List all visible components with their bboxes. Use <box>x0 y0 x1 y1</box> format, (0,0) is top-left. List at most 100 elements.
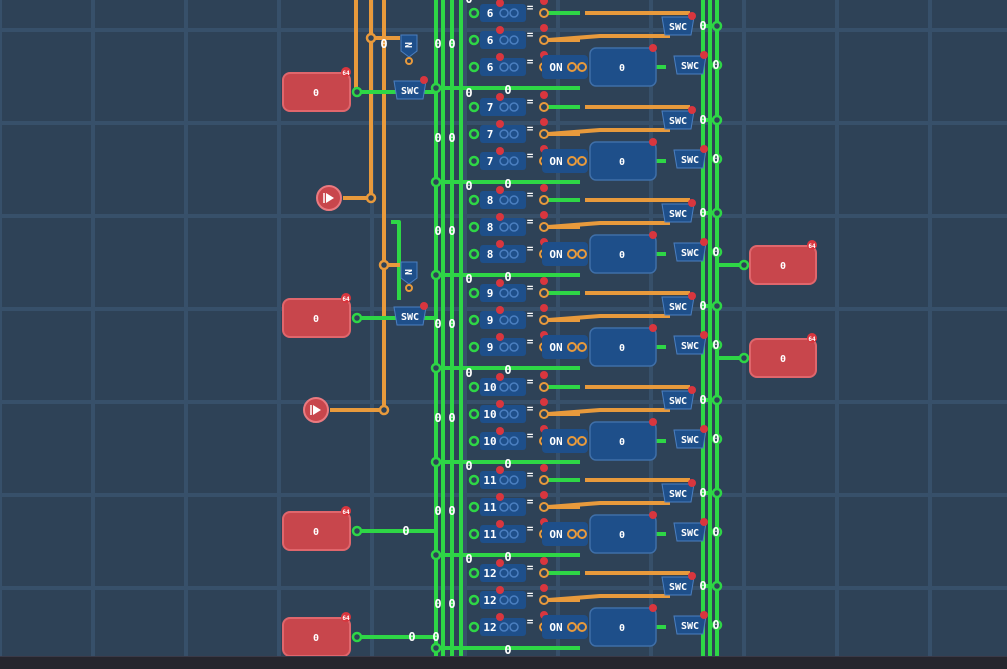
latch-body[interactable] <box>589 141 657 181</box>
on-gate-body[interactable] <box>542 335 588 359</box>
right-switch-gate[interactable]: SWC <box>661 479 696 503</box>
output-node[interactable]: 064 <box>738 240 817 285</box>
on-gate-body[interactable] <box>542 55 588 79</box>
switch-gate-body[interactable] <box>673 522 707 542</box>
output-port[interactable] <box>539 222 549 232</box>
on-gate-body[interactable] <box>542 615 588 639</box>
input-port[interactable] <box>468 101 480 113</box>
not-gate-port[interactable] <box>405 57 413 65</box>
input-port[interactable] <box>468 221 480 233</box>
output-port[interactable] <box>539 315 549 325</box>
input-node[interactable]: 064 <box>282 506 363 551</box>
input-node-body[interactable] <box>282 298 351 338</box>
on-gate-body[interactable] <box>542 522 588 546</box>
input-port[interactable] <box>468 248 480 260</box>
output-node-body[interactable] <box>749 245 817 285</box>
output-port[interactable] <box>351 86 363 98</box>
input-node[interactable]: 064 <box>282 612 363 657</box>
pin-node[interactable] <box>303 397 329 423</box>
latch-body[interactable] <box>589 327 657 367</box>
input-port[interactable] <box>468 621 480 633</box>
switch-gate-body[interactable] <box>673 335 707 355</box>
switch-gate-body[interactable] <box>661 203 695 223</box>
on-gate-body[interactable] <box>542 429 588 453</box>
output-port[interactable] <box>539 409 549 419</box>
output-port[interactable] <box>539 595 549 605</box>
right-switch-gate[interactable]: SWC <box>673 145 708 169</box>
right-switch-gate[interactable]: SWC <box>673 51 708 75</box>
input-port[interactable] <box>468 287 480 299</box>
output-port[interactable] <box>539 129 549 139</box>
output-node[interactable]: 064 <box>738 333 817 378</box>
input-node[interactable]: 064 <box>282 293 363 338</box>
switch-gate-body[interactable] <box>673 615 707 635</box>
not-gate-body[interactable] <box>400 34 418 58</box>
input-port[interactable] <box>468 594 480 606</box>
right-switch-gate[interactable]: SWC <box>673 611 708 635</box>
on-gate-body[interactable] <box>542 149 588 173</box>
pin-node[interactable] <box>316 185 342 211</box>
output-port[interactable] <box>351 631 363 643</box>
latch-body[interactable] <box>589 514 657 554</box>
output-node-body[interactable] <box>749 338 817 378</box>
output-port[interactable] <box>539 35 549 45</box>
not-gate[interactable]: N <box>400 34 418 65</box>
switch-gate-body[interactable] <box>393 306 427 326</box>
components[interactable]: 064064064064000NSWCNSWC06=6=6=ON0000000S… <box>282 0 817 657</box>
input-node-body[interactable] <box>282 511 351 551</box>
latch-body[interactable] <box>589 47 657 87</box>
output-port[interactable] <box>539 382 549 392</box>
input-port[interactable] <box>468 128 480 140</box>
input-port[interactable] <box>468 474 480 486</box>
switch-gate-body[interactable] <box>673 149 707 169</box>
switch-gate-body[interactable] <box>661 16 695 36</box>
right-switch-gate[interactable]: SWC <box>673 331 708 355</box>
switch-gate-body[interactable] <box>673 429 707 449</box>
right-switch-gate[interactable]: SWC <box>661 199 696 223</box>
on-gate-body[interactable] <box>542 242 588 266</box>
input-port[interactable] <box>468 435 480 447</box>
output-port[interactable] <box>539 568 549 578</box>
switch-gate-body[interactable] <box>661 390 695 410</box>
latch-body[interactable] <box>589 234 657 274</box>
left-switch-gate[interactable]: SWC <box>393 76 428 100</box>
output-port[interactable] <box>539 502 549 512</box>
output-port[interactable] <box>539 195 549 205</box>
switch-gate-body[interactable] <box>661 110 695 130</box>
input-port[interactable] <box>468 408 480 420</box>
latch-body[interactable] <box>589 607 657 647</box>
input-node-body[interactable] <box>282 72 351 112</box>
latch-body[interactable] <box>589 421 657 461</box>
input-port[interactable] <box>468 194 480 206</box>
right-switch-gate[interactable]: SWC <box>661 386 696 410</box>
right-switch-gate[interactable]: SWC <box>661 292 696 316</box>
input-port[interactable] <box>468 528 480 540</box>
switch-gate-body[interactable] <box>673 242 707 262</box>
input-port[interactable] <box>468 341 480 353</box>
not-gate[interactable]: N <box>400 261 418 292</box>
output-port[interactable] <box>351 525 363 537</box>
right-switch-gate[interactable]: SWC <box>661 572 696 596</box>
right-switch-gate[interactable]: SWC <box>673 425 708 449</box>
output-port[interactable] <box>539 8 549 18</box>
right-switch-gate[interactable]: SWC <box>661 106 696 130</box>
right-switch-gate[interactable]: SWC <box>673 238 708 262</box>
input-port[interactable] <box>738 352 750 364</box>
right-switch-gate[interactable]: SWC <box>661 12 696 36</box>
input-port[interactable] <box>468 501 480 513</box>
not-gate-port[interactable] <box>405 284 413 292</box>
input-port[interactable] <box>468 61 480 73</box>
switch-gate-body[interactable] <box>661 576 695 596</box>
output-port[interactable] <box>539 475 549 485</box>
left-switch-gate[interactable]: SWC <box>393 302 428 326</box>
input-port[interactable] <box>468 567 480 579</box>
output-port[interactable] <box>351 312 363 324</box>
